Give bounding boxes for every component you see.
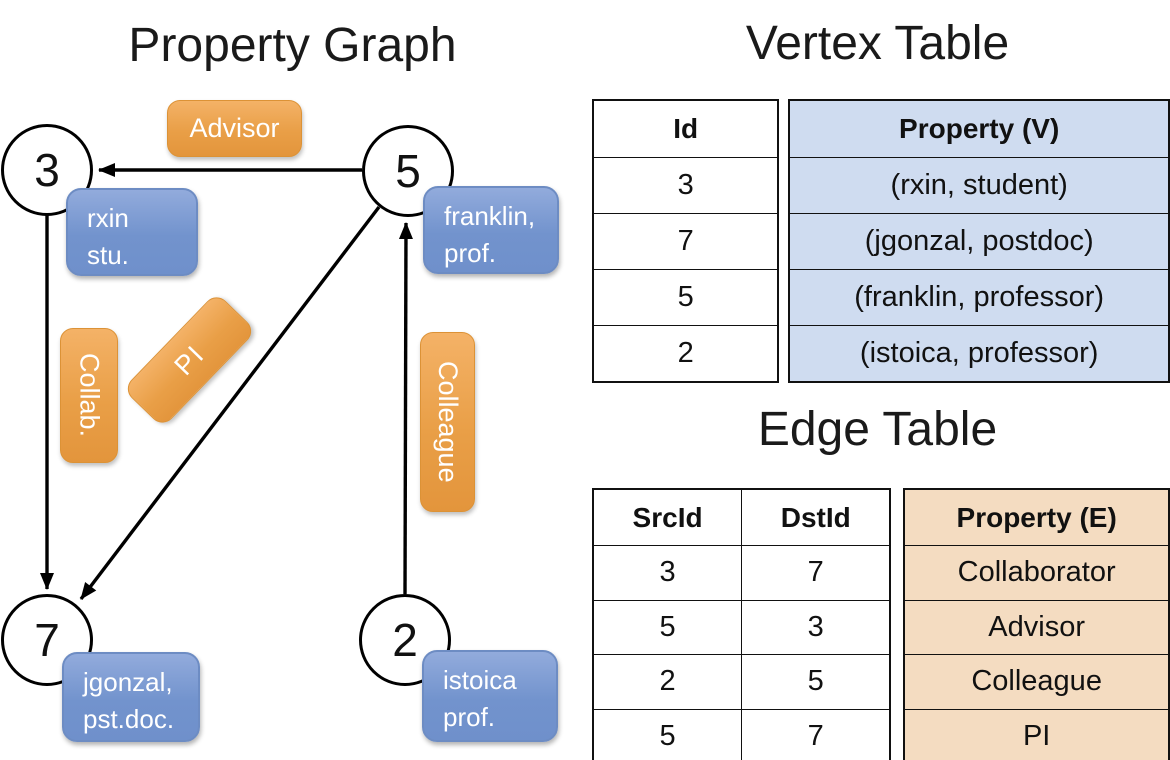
node-7-property-box: jgonzal, pst.doc. <box>62 652 200 742</box>
node-5-property-box: franklin, prof. <box>423 186 559 274</box>
table-row: PI <box>903 708 1170 760</box>
edge-dst-cell: 7 <box>741 708 891 760</box>
table-row: (rxin, student) <box>788 157 1170 214</box>
edge-dst-cell: 7 <box>741 545 891 601</box>
edge-colleague-arrow <box>398 222 413 595</box>
edge-property-cell: Collaborator <box>903 545 1170 601</box>
node-5-label: 5 <box>395 145 421 197</box>
table-row: 5 <box>592 269 779 326</box>
graph-node-2: 2 <box>359 594 451 686</box>
table-row: 3 7 <box>592 545 891 601</box>
vertex-table-title: Vertex Table <box>745 17 1010 70</box>
edge-src-cell: 5 <box>592 708 743 760</box>
vertex-property-cell: (istoica, professor) <box>788 325 1170 383</box>
table-row: 7 <box>592 213 779 270</box>
vertex-property-header: Property (V) <box>788 99 1170 158</box>
edge-src-cell: 3 <box>592 545 743 601</box>
table-row: (jgonzal, postdoc) <box>788 213 1170 270</box>
edge-property-cell: PI <box>903 708 1170 760</box>
vertex-table: Id 3 7 5 2 Property (V) (rxin, student) … <box>592 99 1170 383</box>
edge-src-dst-columns: SrcId DstId 3 7 5 3 2 5 5 7 <box>592 488 892 760</box>
vertex-id-cell: 7 <box>592 213 779 270</box>
table-row: 2 <box>592 325 779 383</box>
table-row: 2 5 <box>592 654 891 710</box>
edge-src-cell: 5 <box>592 599 743 655</box>
edge-table-title: Edge Table <box>757 403 998 456</box>
edge-src-cell: 2 <box>592 654 743 710</box>
edge-dst-cell: 5 <box>741 654 891 710</box>
table-row: 5 7 <box>592 708 891 760</box>
vertex-id-cell: 5 <box>592 269 779 326</box>
edge-label-advisor: Advisor <box>167 100 302 157</box>
node-2-label: 2 <box>392 614 418 666</box>
edge-dst-cell: 3 <box>741 599 891 655</box>
edge-pi-arrow <box>79 205 381 601</box>
vertex-id-cell: 2 <box>592 325 779 383</box>
vertex-id-column: Id 3 7 5 2 <box>592 99 780 383</box>
table-row: (istoica, professor) <box>788 325 1170 383</box>
table-row: Colleague <box>903 654 1170 710</box>
graph-node-5: 5 <box>362 125 454 217</box>
edge-property-column: Property (E) Collaborator Advisor Collea… <box>903 488 1170 760</box>
node-3-property-box: rxin stu. <box>66 188 198 276</box>
graph-edges <box>40 163 413 601</box>
property-graph-title: Property Graph <box>128 19 457 72</box>
edge-property-cell: Colleague <box>903 654 1170 710</box>
table-row: 3 <box>592 157 779 214</box>
vertex-property-cell: (jgonzal, postdoc) <box>788 213 1170 270</box>
edge-label-colleague: Colleague <box>420 332 475 512</box>
table-row: (franklin, professor) <box>788 269 1170 326</box>
vertex-property-cell: (franklin, professor) <box>788 269 1170 326</box>
vertex-id-header: Id <box>592 99 779 158</box>
node-7-label: 7 <box>34 614 60 666</box>
edge-table: SrcId DstId 3 7 5 3 2 5 5 7 Property (E)… <box>592 488 1170 760</box>
node-3-label: 3 <box>34 144 60 196</box>
table-row: Collaborator <box>903 545 1170 601</box>
table-row: Advisor <box>903 599 1170 655</box>
node-2-property-box: istoica prof. <box>422 650 558 742</box>
edge-dst-header: DstId <box>741 488 891 546</box>
vertex-property-column: Property (V) (rxin, student) (jgonzal, p… <box>788 99 1170 383</box>
edge-label-collab: Collab. <box>60 328 118 463</box>
vertex-id-cell: 3 <box>592 157 779 214</box>
edge-src-header: SrcId <box>592 488 743 546</box>
edge-property-header: Property (E) <box>903 488 1170 546</box>
vertex-property-cell: (rxin, student) <box>788 157 1170 214</box>
edge-property-cell: Advisor <box>903 599 1170 655</box>
table-row: 5 3 <box>592 599 891 655</box>
